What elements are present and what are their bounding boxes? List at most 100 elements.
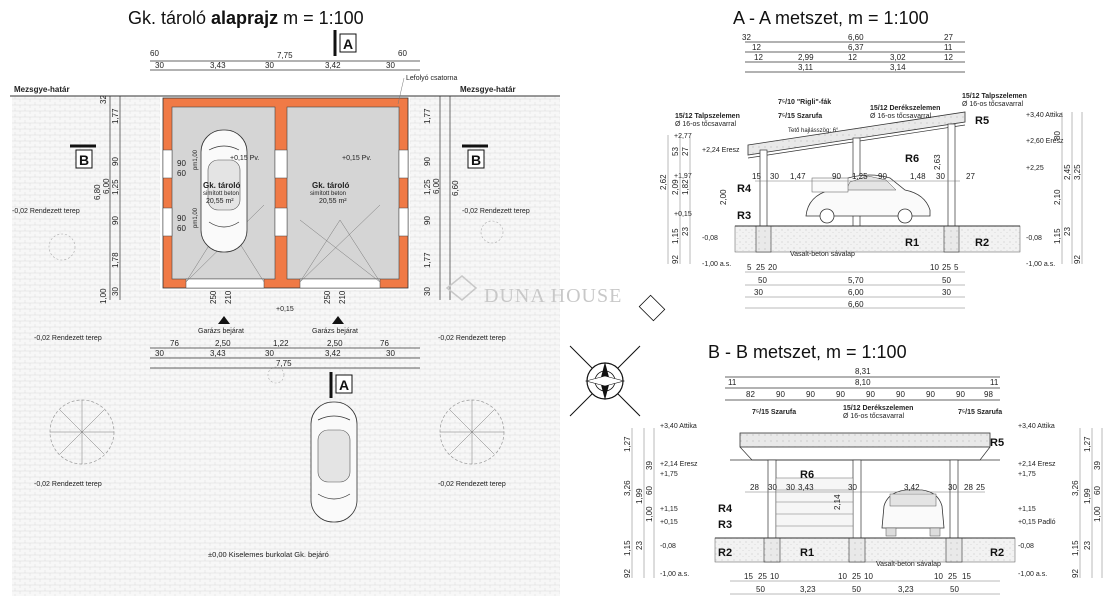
svg-text:8,31: 8,31: [855, 367, 871, 376]
svg-text:27: 27: [681, 147, 690, 156]
svg-text:15: 15: [744, 572, 753, 581]
svg-text:3,02: 3,02: [890, 53, 906, 62]
svg-text:1,47: 1,47: [790, 172, 806, 181]
window-dim: 90: [177, 159, 186, 168]
svg-text:10: 10: [770, 572, 779, 581]
aa-roof: [747, 111, 966, 156]
car-icon-driveway: [310, 401, 358, 523]
bb-level: -0,08: [660, 543, 676, 550]
bb-label: 15/12 Derékszelemen: [843, 405, 913, 412]
bb-r-label: R4: [718, 503, 733, 515]
aa-r-label: R6: [905, 153, 919, 165]
car-icon: [200, 129, 248, 253]
svg-text:30: 30: [423, 287, 432, 296]
svg-text:3,11: 3,11: [798, 63, 814, 72]
entrance-level: +0,15: [276, 306, 294, 313]
plan-top-dims: 60 7,75 60 30 3,43 30 3,42 30: [150, 49, 420, 71]
bb-r-label: R6: [800, 469, 814, 481]
svg-text:3,23: 3,23: [800, 585, 816, 594]
svg-text:50: 50: [942, 276, 951, 285]
svg-text:11: 11: [944, 43, 953, 52]
aa-label: 7⁵/15 Szarufa: [778, 113, 822, 120]
svg-text:30: 30: [265, 349, 274, 358]
aa-label: 15/12 Talpszelemen: [962, 93, 1027, 100]
svg-text:1,77: 1,77: [423, 108, 432, 124]
svg-text:92: 92: [671, 255, 680, 264]
svg-text:2,14: 2,14: [833, 494, 842, 510]
section-aa: A - A metszet, m = 1:100 32 6,60 27 12 6…: [659, 8, 1083, 309]
svg-text:12: 12: [752, 43, 761, 52]
aa-foundation-label: Vasalt-beton sávalap: [790, 251, 855, 258]
window-right-2: [398, 207, 409, 237]
svg-text:90: 90: [776, 390, 785, 399]
aa-level: +2,60 Eresz: [1026, 138, 1064, 145]
terrain-label: -0,02 Rendezett terep: [12, 208, 80, 215]
section-marker-b-left: B: [70, 144, 96, 169]
svg-text:60: 60: [150, 49, 159, 58]
svg-text:6,80: 6,80: [93, 184, 102, 200]
svg-text:6,00: 6,00: [432, 178, 441, 194]
svg-text:11: 11: [990, 378, 999, 387]
svg-text:3,26: 3,26: [1071, 480, 1080, 496]
aa-bottom-dims: 5 25 20 10 25 5 50 5,70 50 30 6,00 30 6,…: [745, 263, 965, 309]
entrance-label-right: Garázs bejárat: [312, 328, 358, 335]
svg-text:6,37: 6,37: [848, 43, 864, 52]
svg-text:50: 50: [852, 585, 861, 594]
svg-text:3,25: 3,25: [1073, 164, 1082, 180]
door-dim: 250: [323, 290, 332, 304]
svg-text:3,43: 3,43: [210, 61, 226, 70]
svg-text:3,42: 3,42: [904, 483, 920, 492]
svg-text:2,62: 2,62: [659, 174, 668, 190]
svg-text:10: 10: [934, 572, 943, 581]
svg-text:92: 92: [1071, 569, 1080, 578]
svg-text:1,25: 1,25: [111, 179, 120, 195]
svg-text:98: 98: [984, 390, 993, 399]
bb-inner-dims: 28 30 30 3,43 30 3,42 30 28 25: [745, 483, 985, 493]
aa-foundation-left: [755, 225, 772, 253]
boundary-label-left: Mezsgye-határ: [14, 85, 70, 94]
svg-text:30: 30: [111, 287, 120, 296]
svg-text:1,27: 1,27: [623, 436, 632, 452]
svg-text:50: 50: [756, 585, 765, 594]
bb-r-label: R2: [990, 547, 1004, 559]
svg-text:3,43: 3,43: [798, 483, 814, 492]
svg-text:2,50: 2,50: [327, 339, 343, 348]
bb-level: +2,14 Eresz: [1018, 461, 1056, 468]
drain-leader: [397, 77, 405, 105]
svg-text:1,25: 1,25: [852, 172, 868, 181]
paving-label: ±0,00 Kiselemes burkolat Gk. bejáró: [208, 550, 329, 559]
svg-text:25: 25: [852, 572, 861, 581]
svg-text:11: 11: [728, 378, 737, 387]
svg-text:80: 80: [1053, 131, 1062, 140]
door-dim: 210: [224, 290, 233, 304]
section-marker-b-right: B: [462, 144, 488, 169]
svg-text:A: A: [339, 377, 349, 393]
bb-level: +3,40 Attika: [660, 423, 697, 430]
aa-level: +2,25: [1026, 165, 1044, 172]
svg-text:32: 32: [99, 95, 108, 104]
svg-text:6,00: 6,00: [102, 178, 111, 194]
bb-r-label: R2: [718, 547, 732, 559]
aa-ground: [734, 225, 1021, 253]
svg-text:39: 39: [1093, 461, 1102, 470]
window-dim: pm1,00: [193, 149, 199, 170]
bb-foundation-3: [945, 537, 963, 563]
section-marker-a-top: A: [333, 30, 357, 56]
aa-level: -1,00 a.s.: [1026, 261, 1055, 268]
aa-level: -1,00 a.s.: [702, 261, 731, 268]
svg-text:1,00: 1,00: [645, 506, 654, 522]
tree-icon: [49, 399, 115, 465]
svg-text:7,75: 7,75: [277, 51, 293, 60]
plan-right-dims: 1,77 90 1,25 90 1,77 6,00 6,60 30: [423, 96, 460, 300]
svg-text:50: 50: [758, 276, 767, 285]
svg-text:15: 15: [962, 572, 971, 581]
svg-text:92: 92: [1073, 255, 1082, 264]
svg-text:90: 90: [866, 390, 875, 399]
svg-text:1,15: 1,15: [623, 540, 632, 556]
svg-text:1,15: 1,15: [1053, 228, 1062, 244]
svg-text:30: 30: [942, 288, 951, 297]
svg-text:53: 53: [671, 147, 680, 156]
svg-text:60: 60: [645, 486, 654, 495]
svg-text:25: 25: [976, 483, 985, 492]
